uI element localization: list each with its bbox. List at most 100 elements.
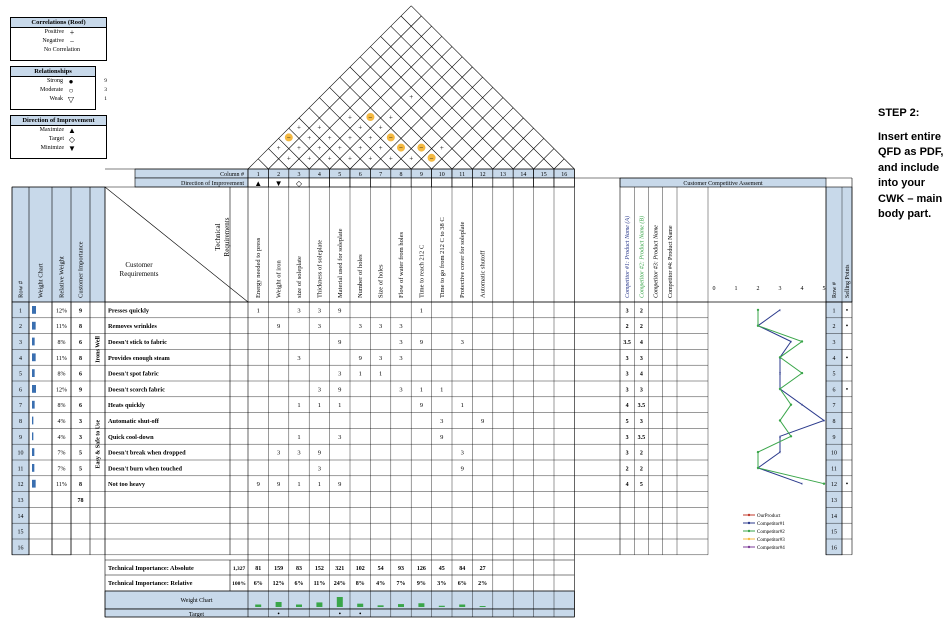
customer-importance: 6 [79,340,82,346]
technical-requirements-label: TechnicalRequirements [214,217,231,256]
relationship-value: 1 [440,386,443,393]
competitor-point: × [801,404,804,409]
direction-label: Direction of Improvement [181,180,244,187]
customer-requirement: Doesn't scorch fabric [108,386,165,393]
legend-label: OurProduct [757,514,781,519]
row-number-right: 1 [833,308,836,314]
competitor-point [822,482,826,485]
row-number: 16 [18,545,24,551]
correlation-symbol: + [368,154,372,162]
weight-chart-bar [296,604,302,607]
relationship-value: 1 [461,402,464,409]
row-number-right: 3 [833,340,836,346]
competitor-2-rating: 3.5 [638,403,646,409]
negative-correlation-marker [397,143,405,152]
correlation-symbol: + [358,144,362,152]
selling-point: • [846,306,849,314]
column-number: 2 [277,172,280,178]
relative-weight: 11% [56,356,67,362]
row-number: 9 [19,435,22,441]
row-number-right: 4 [833,356,836,362]
relative-weight: 7% [58,451,66,457]
relationship-value: 9 [461,465,464,472]
competitor-2-rating: 5 [640,482,643,488]
weight-bar [32,369,35,377]
direction-cell [492,177,514,188]
weight-bar [32,400,35,409]
weight-chart-bar [438,605,445,607]
competitor-1-rating: 3.5 [623,340,631,346]
relationship-value: 3 [318,307,321,314]
competitor-2-rating: 2 [640,308,643,314]
legend-marker [747,513,751,517]
relationship-value: 3 [379,323,382,330]
competitor-1-rating: 3 [626,356,629,362]
competitor-point [756,324,760,327]
relative-weight: 8% [58,403,66,409]
competitor-point: × [779,356,782,361]
weight-chart-bar [398,604,404,607]
relative-importance: 12% [273,581,285,587]
technical-requirement: Time to reach 212 C [418,245,425,298]
customer-requirement: Doesn't burn when touched [108,465,182,472]
customer-requirement: Provides enough steam [108,355,171,362]
relationship-value: 9 [481,418,484,425]
row-number: 15 [18,530,24,536]
row-number-right: 16 [831,545,837,551]
correlation-roof: +−++++++++++++++−+−−+++−+−+++++ [277,93,444,162]
row-number: 5 [19,372,22,378]
left-column-header: Row # [18,280,25,298]
competitor-1-rating: 3 [626,372,629,378]
absolute-importance: 152 [315,566,324,572]
relative-importance: 9% [417,581,426,587]
competitor-header: Competitor #2: Product Name (B) [638,216,645,298]
customer-requirement: Heats quickly [108,402,146,409]
weight-bar [32,321,36,330]
correlation-symbol: + [368,134,372,142]
competitor-1-rating: 3 [626,435,629,441]
competitor-point [778,356,782,359]
absolute-importance: 126 [417,566,426,572]
relative-weight: 11% [56,324,67,330]
relationship-value: 3 [318,323,321,330]
relative-weight: 7% [58,466,66,472]
direction-cell [349,177,371,188]
relationship-value: 9 [277,481,280,488]
relationship-value: 3 [318,465,321,472]
relative-total: 100% [232,581,246,587]
legend-marker [747,545,751,549]
column-number: 1 [257,172,260,178]
competitive-chart: ××××××××××××OurProductCompetitor#1Compet… [743,308,826,551]
customer-requirement: Quick cool-down [108,434,154,441]
row-number: 7 [19,403,22,409]
legend-label: Competitor#4 [757,546,785,551]
customer-requirement: Automatic shut-off [108,418,160,425]
right-column-header: Selling Points [845,264,851,298]
technical-requirement: Protective cover for soleplate [459,222,466,298]
technical-requirement: Size of holes [378,264,385,298]
weight-bar [32,306,36,314]
row-number: 6 [19,387,22,393]
step-line-3: and include [878,161,940,174]
absolute-importance: 83 [296,566,302,572]
row-number-right: 5 [833,372,836,378]
negative-correlation-marker [386,133,395,142]
customer-requirements-label: Customer [125,261,153,269]
correlation-symbol: + [328,134,332,142]
relative-importance: 24% [334,581,346,587]
scale-tick: 4 [801,286,804,292]
right-column-header: Row # [832,282,838,298]
legend-row-strong: Strong●9 [46,77,107,86]
competitor-1-rating: 3 [626,451,629,457]
negative-correlation-marker [366,113,375,121]
legend-row-minimize: Minimize▼ [40,144,76,153]
technical-requirement: Time to go from 212 C to 38 C [439,217,446,298]
legend-marker [747,521,751,525]
weight-chart-bar [459,604,466,607]
competitor-point [789,403,793,406]
relative-importance: 7% [397,581,406,587]
correlation-symbol: + [358,124,362,132]
weight-bar [32,448,35,456]
